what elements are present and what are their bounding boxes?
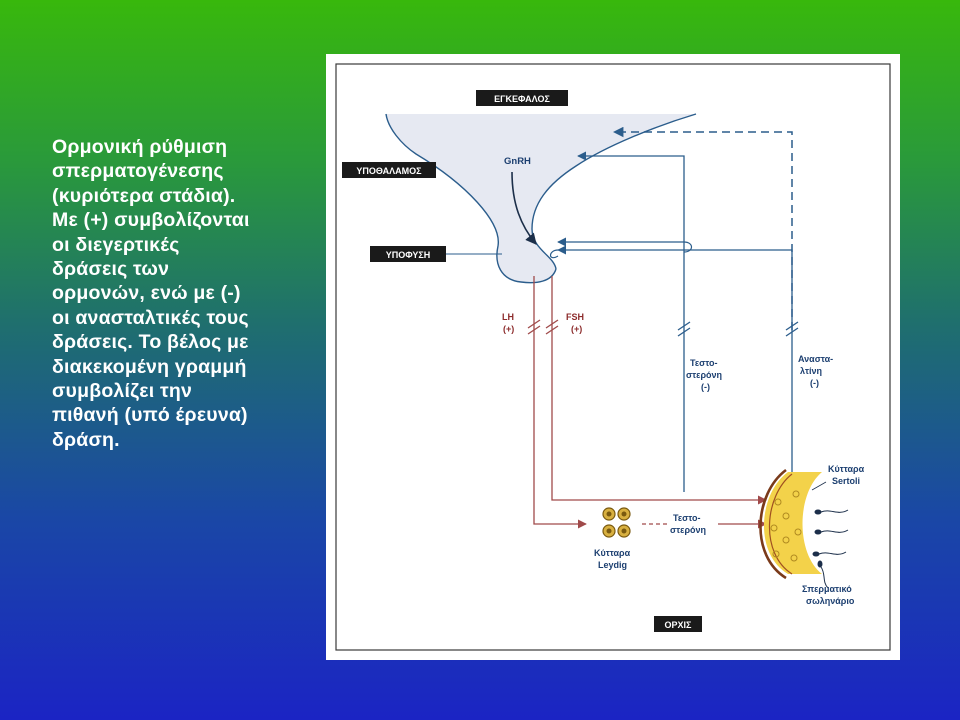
- fsh-arrow: [551, 276, 767, 505]
- caption-line: οι ανασταλτικές τους: [52, 306, 249, 329]
- fsh-label: FSH: [566, 312, 584, 322]
- lh-break-mark: [527, 319, 541, 329]
- gnrh-label: GnRH: [504, 156, 531, 167]
- caption-line: ορμονών, ενώ με (-): [52, 282, 241, 305]
- testosterone-local-label: Τεστο-: [673, 513, 701, 523]
- hormone-regulation-diagram: ΕΓΚΕΦΑΛΟΣ ΥΠΟΘΑΛΑΜΟΣ ΥΠΟΦΥΣΗ ΟΡΧΙΣ GnRH: [326, 54, 900, 660]
- testis-label-box: ΟΡΧΙΣ: [654, 616, 702, 632]
- inhibin-label: λτίνη: [800, 366, 822, 376]
- testis-label: ΟΡΧΙΣ: [665, 620, 693, 630]
- tubule-label: Σπερματικό: [802, 584, 852, 594]
- leydig-cells: [602, 507, 631, 538]
- sertoli-cells-region: [763, 472, 822, 574]
- pituitary-label: ΥΠΟΦΥΣΗ: [386, 250, 431, 260]
- hypothalamus-outline: [385, 113, 557, 284]
- hypothalamus-label-box: ΥΠΟΘΑΛΑΜΟΣ: [342, 162, 436, 178]
- inhibin-feedback-arrow: [557, 245, 793, 474]
- caption-line: δράσεις των: [52, 258, 170, 281]
- caption-line: δράση.: [52, 428, 120, 451]
- lh-label: LH: [502, 312, 514, 322]
- caption-line: συμβολίζει την: [52, 380, 193, 403]
- lh-sign: (+): [503, 324, 514, 334]
- sertoli-label: Κύτταρα: [828, 464, 865, 474]
- brain-label-box: ΕΓΚΕΦΑΛΟΣ: [476, 90, 568, 106]
- testosterone-break-mark: [677, 321, 691, 331]
- lh-break-mark: [527, 325, 541, 335]
- inhibin-break-mark: [785, 321, 799, 331]
- caption-line: (κυριότερα στάδια).: [52, 184, 236, 207]
- caption-line: Ορμονική ρύθμιση: [52, 136, 228, 158]
- caption-line: Με (+) συμβολίζονται: [52, 209, 250, 232]
- fsh-sign: (+): [571, 324, 582, 334]
- sperm-cells: [812, 509, 849, 589]
- sertoli-pointer: [811, 481, 827, 491]
- tubule-inner-wall: [768, 473, 793, 575]
- caption-line: πιθανή (υπό έρευνα): [52, 404, 248, 427]
- diagram-frame: [335, 63, 891, 651]
- diagram-canvas: ΕΓΚΕΦΑΛΟΣ ΥΠΟΘΑΛΑΜΟΣ ΥΠΟΦΥΣΗ ΟΡΧΙΣ GnRH: [335, 63, 891, 651]
- gnrh-arrow: [511, 171, 537, 245]
- dashed-feedback-arrow: [612, 126, 793, 330]
- caption-line: οι διεγερτικές: [52, 233, 180, 256]
- testosterone-feedback-label: Τεστο-: [690, 358, 718, 368]
- sertoli-label: Sertoli: [832, 476, 860, 486]
- sertoli-dots: [770, 490, 802, 562]
- testosterone-local-label: στερόνη: [670, 525, 706, 535]
- brain-label: ΕΓΚΕΦΑΛΟΣ: [494, 94, 550, 104]
- tubule-label: σωληνάριο: [806, 596, 855, 606]
- description-text: Ορμονική ρύθμιση σπερματογένεσης (κυριότ…: [52, 135, 314, 452]
- inhibin-curl: [549, 249, 559, 259]
- inhibin-sign: (-): [810, 378, 819, 388]
- brain-outline: [531, 113, 697, 270]
- leydig-label: Κύτταρα: [594, 548, 631, 558]
- feedback-crossing-loop: [683, 241, 693, 253]
- tubule-wall: [759, 468, 787, 580]
- testosterone-feedback-label: στερόνη: [686, 370, 722, 380]
- inhibin-break-mark: [785, 327, 799, 337]
- testosterone-break-mark: [677, 327, 691, 337]
- fsh-break-mark: [545, 319, 559, 329]
- inhibin-label: Αναστα-: [798, 354, 833, 364]
- testosterone-feedback-sign: (-): [701, 382, 710, 392]
- pituitary-label-box: ΥΠΟΦΥΣΗ: [370, 246, 446, 262]
- caption-line: δράσεις. Το βέλος με: [52, 331, 249, 354]
- leydig-label: Leydig: [598, 560, 627, 570]
- hypothalamus-label: ΥΠΟΘΑΛΑΜΟΣ: [356, 166, 422, 176]
- caption-line: σπερματογένεσης: [52, 160, 224, 183]
- fsh-break-mark: [545, 325, 559, 335]
- testosterone-feedback-hypothalamus-arrow: [577, 151, 685, 492]
- caption-line: διακεκομένη γραμμή: [52, 355, 247, 378]
- lh-arrow: [533, 276, 587, 529]
